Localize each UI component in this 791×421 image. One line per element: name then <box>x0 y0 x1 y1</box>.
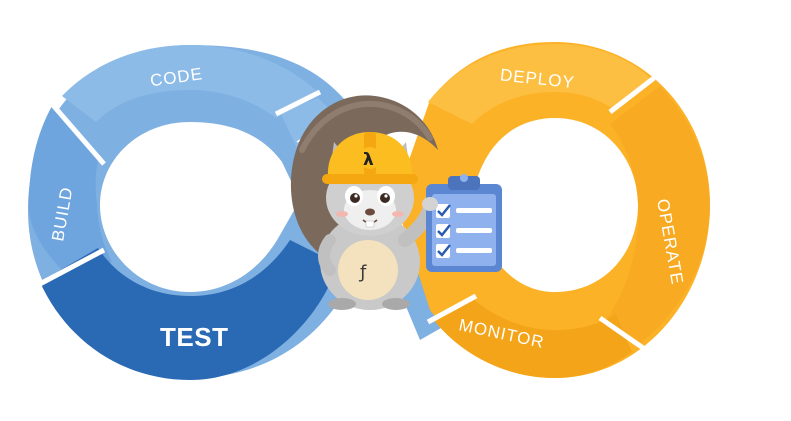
checklist-clipboard-icon <box>422 174 502 272</box>
squirrel-tail <box>290 95 438 262</box>
monitor-segment <box>432 300 632 378</box>
code-segment <box>62 45 318 122</box>
test-label: TEST <box>160 322 228 352</box>
squirrel-mascot-icon: ƒ λ <box>290 95 439 310</box>
operate-segment <box>604 86 710 344</box>
ops-loop: DEPLOY OPERATE MONITOR <box>395 42 710 378</box>
helmet-symbol: λ <box>363 150 374 170</box>
test-segment <box>40 240 338 380</box>
belly-symbol: ƒ <box>358 262 367 283</box>
build-segment <box>28 106 112 272</box>
deploy-segment <box>428 44 652 124</box>
squirrel-belly <box>338 240 398 300</box>
